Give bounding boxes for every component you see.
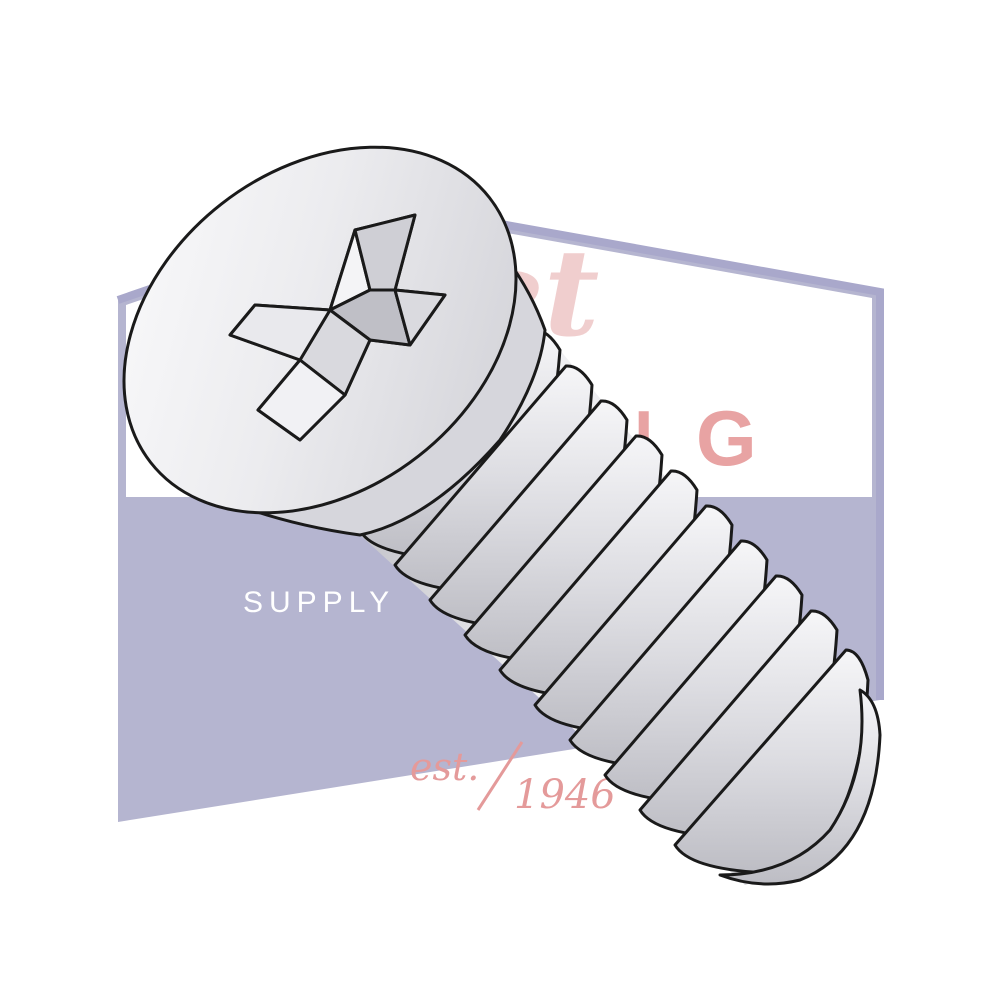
flat-head-phillips-screw-icon	[122, 145, 882, 886]
watermark-year: 1946	[514, 772, 616, 818]
watermark-tagline: SUPPLY	[243, 586, 395, 619]
watermark-slash	[476, 741, 524, 811]
phillips-recess	[228, 213, 447, 442]
watermark-est-label: est.	[410, 745, 479, 789]
